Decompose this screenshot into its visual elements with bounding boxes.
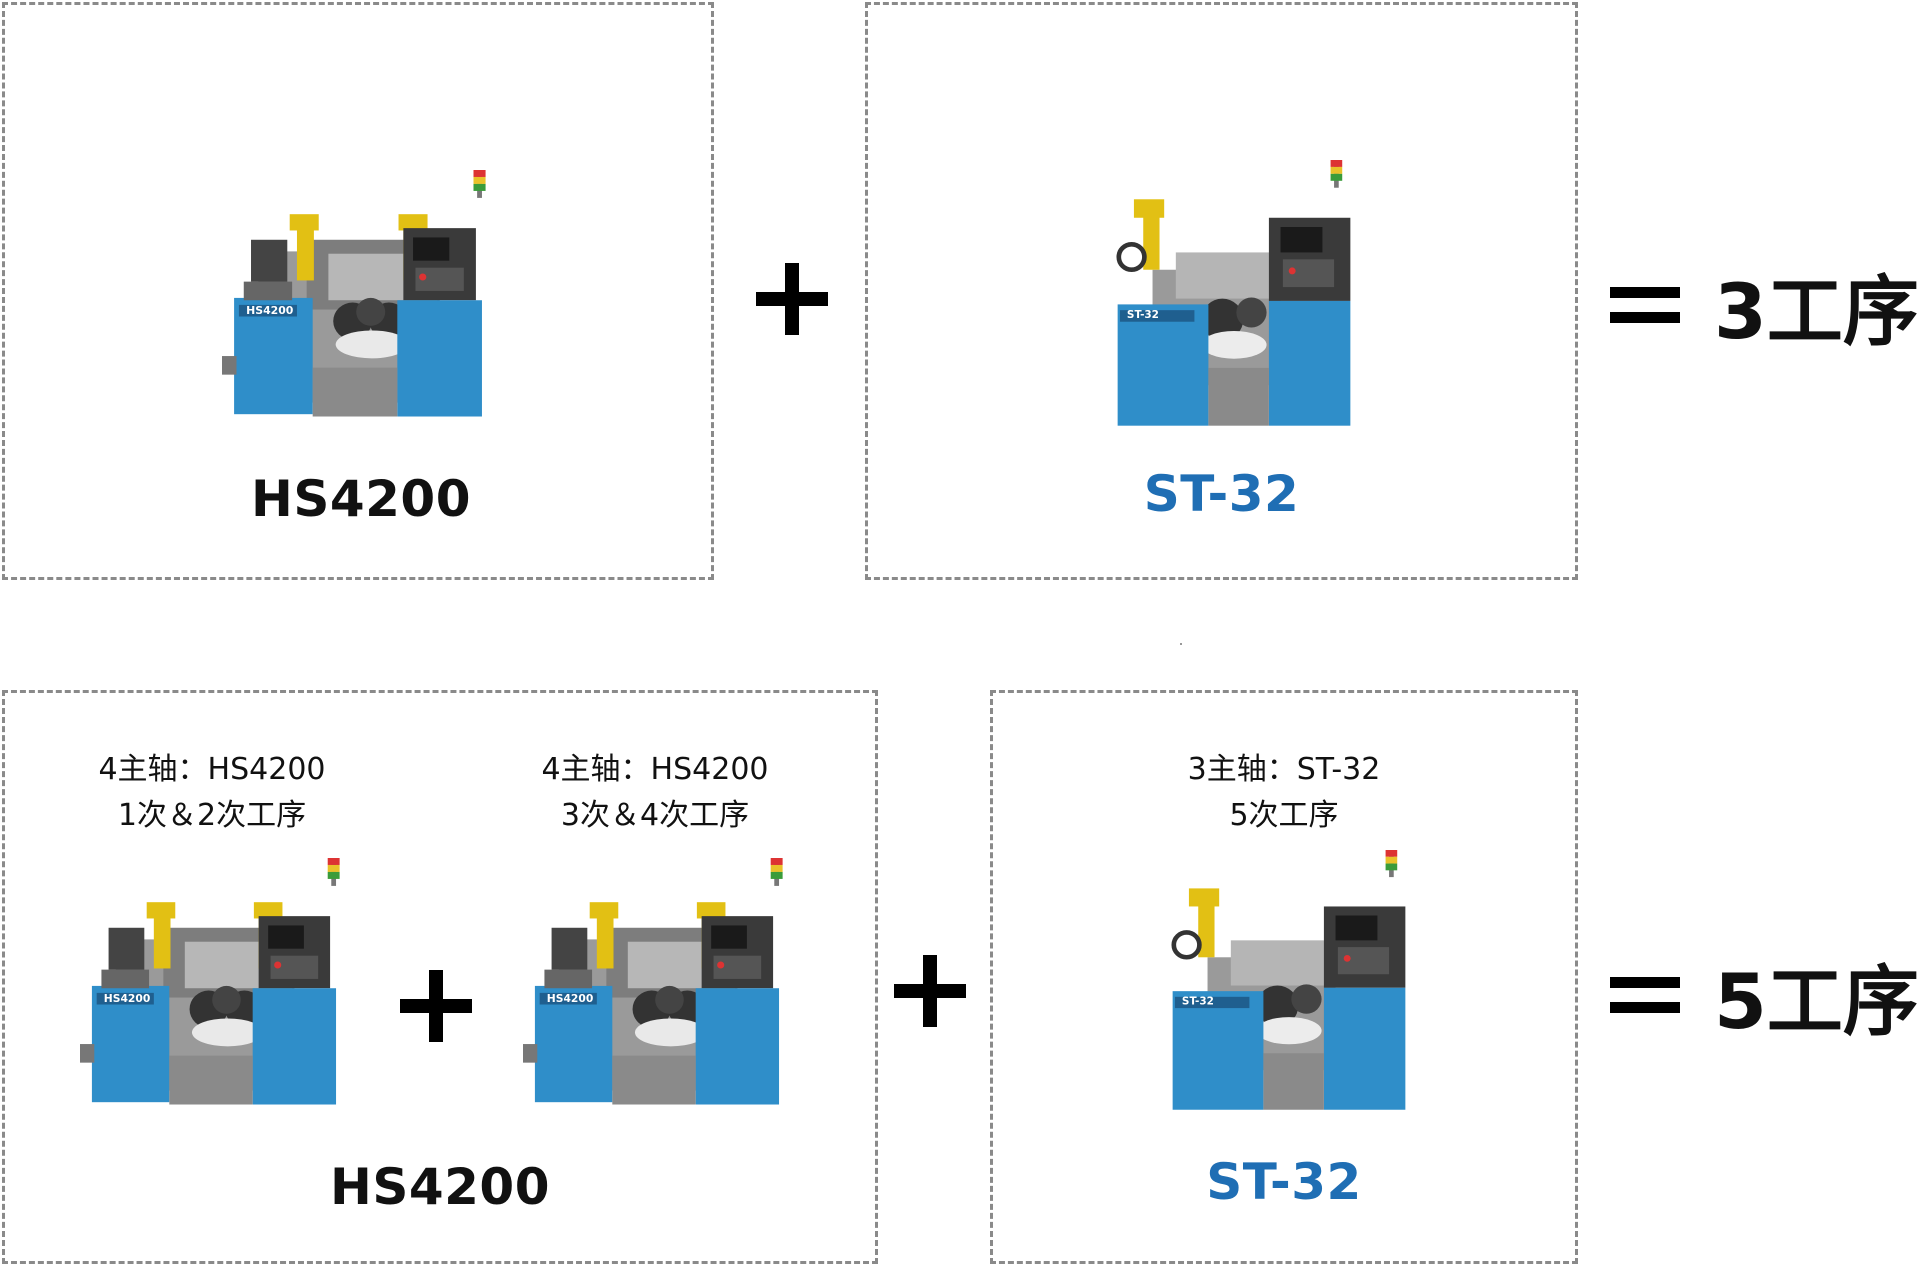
- st32-title: ST-32: [1143, 465, 1300, 523]
- machine-2-caption: 4主轴：HS4200 3次＆4次工序: [525, 747, 785, 839]
- result-bottom: 5工序: [1610, 940, 1919, 1050]
- equals-icon: [1610, 973, 1680, 1017]
- hs4200-title: HS4200: [250, 470, 472, 528]
- machine-1-caption: 4主轴：HS4200 1次＆2次工序: [82, 747, 342, 839]
- machine-1-caption-line1: 4主轴：HS4200: [98, 752, 326, 787]
- st32-panel-bottom: 3主轴：ST-32 5次工序 ST-32 ST-32: [990, 690, 1578, 1264]
- st32-caption: 3主轴：ST-32 5次工序: [993, 747, 1575, 839]
- machine-badge: ST-32: [1127, 309, 1159, 321]
- result-bottom-text: 5工序: [1714, 957, 1919, 1046]
- st32-machine-image-bottom: ST-32: [1161, 850, 1417, 1112]
- machine-badge: HS4200: [246, 304, 293, 317]
- machine-badge: ST-32: [1182, 996, 1214, 1008]
- st32-caption-line1: 3主轴：ST-32: [1187, 752, 1381, 787]
- plus-icon: [756, 263, 828, 335]
- st32-caption-line2: 5次工序: [1229, 798, 1339, 833]
- st32-title-bottom: ST-32: [1206, 1153, 1362, 1211]
- st32-panel: ST-32 ST-32: [865, 2, 1578, 580]
- hs4200-machine-image: HS4200: [222, 170, 488, 420]
- machine-badge: HS4200: [547, 993, 593, 1005]
- result-top-text: 3工序: [1714, 267, 1919, 356]
- machine-2-caption-line2: 3次＆4次工序: [560, 798, 750, 833]
- machine-2-caption-line1: 4主轴：HS4200: [541, 752, 769, 787]
- equals-icon: [1610, 283, 1680, 327]
- st32-machine-image: ST-32: [1106, 160, 1362, 428]
- machine-1-caption-line2: 1次＆2次工序: [117, 798, 307, 833]
- plus-icon: [894, 955, 966, 1027]
- plus-icon: [400, 970, 472, 1042]
- hs4200-dual-title: HS4200: [329, 1158, 551, 1216]
- hs4200-dual-panel: 4主轴：HS4200 1次＆2次工序 4主轴：HS4200 3次＆4次工序 HS…: [2, 690, 878, 1264]
- hs4200-machine-image-1: HS4200: [80, 858, 342, 1108]
- hs4200-panel: HS4200 HS4200: [2, 2, 714, 580]
- hs4200-machine-image-2: HS4200: [523, 858, 785, 1108]
- result-top: 3工序: [1610, 250, 1919, 360]
- machine-badge: HS4200: [104, 993, 150, 1005]
